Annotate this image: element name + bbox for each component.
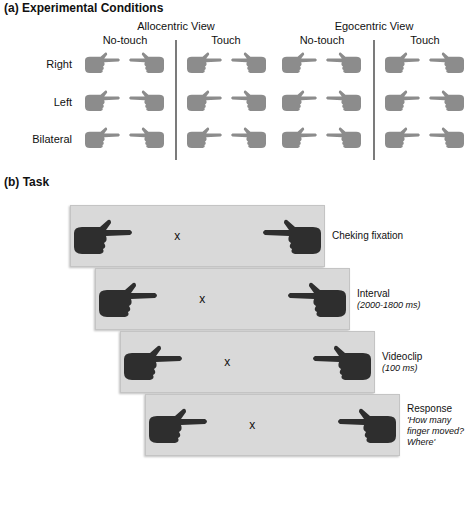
phase-detail: 'How many finger moved? Where' [407,415,473,448]
hand-icon [99,283,157,317]
hand-icon [326,127,361,148]
hand-icon [429,52,464,73]
hand-icon [326,52,361,73]
condition-heading: No-touch [300,34,345,47]
phase-detail: (100 ms) [382,363,462,374]
phase-name: Videoclip [382,351,462,363]
phase-name: Cheking fixation [332,230,422,242]
hand-icon [231,127,266,148]
hand-icon [129,127,164,148]
row-label: Left [54,96,72,109]
hand-icon [282,52,317,73]
hand-icon [338,409,396,443]
hand-icon [385,127,420,148]
condition-heading: Touch [211,34,240,47]
hand-icon [187,127,222,148]
hand-icon [187,90,222,111]
fixation-cross: x [249,418,255,432]
hand-icon [129,90,164,111]
fixation-cross: x [199,292,205,306]
hand-icon [85,90,120,111]
condition-heading: Touch [410,34,439,47]
hand-icon [85,52,120,73]
condition-heading: No-touch [103,34,148,47]
view-heading: Egocentric View [335,20,414,33]
section-title: (b) Task [4,176,49,189]
hand-icon [129,52,164,73]
task-screen: xVideoclip(100 ms) [120,331,375,393]
hand-icon [282,127,317,148]
phase-name: Response [407,403,473,415]
fixation-cross: x [224,355,230,369]
hand-icon [326,90,361,111]
hand-icon [385,52,420,73]
hand-icon [124,346,182,380]
fixation-cross: x [174,229,180,243]
hand-icon [187,52,222,73]
hand-icon [85,127,120,148]
phase-name: Interval [357,288,447,300]
hand-icon [288,283,346,317]
hand-icon [231,52,266,73]
phase-detail: (2000-1800 ms) [357,300,447,311]
hand-icon [263,220,321,254]
hand-icon [313,346,371,380]
section-title: (a) Experimental Conditions [4,2,163,15]
hand-icon [385,90,420,111]
screen-caption: Cheking fixation [332,230,422,242]
task-screen: xResponse'How many finger moved? Where' [145,394,400,456]
hand-icon [429,90,464,111]
hand-icon [74,220,132,254]
row-label: Right [46,58,72,71]
hand-icon [149,409,207,443]
column-divider [175,40,176,160]
task-screen: xInterval(2000-1800 ms) [95,268,350,330]
screen-caption: Videoclip(100 ms) [382,351,462,374]
hand-icon [429,127,464,148]
task-screen: xCheking fixation [70,205,325,267]
hand-icon [282,90,317,111]
column-divider [373,40,374,160]
screen-caption: Interval(2000-1800 ms) [357,288,447,311]
hand-icon [231,90,266,111]
screen-caption: Response'How many finger moved? Where' [407,403,473,448]
view-heading: Allocentric View [137,20,214,33]
row-label: Bilateral [32,133,72,146]
